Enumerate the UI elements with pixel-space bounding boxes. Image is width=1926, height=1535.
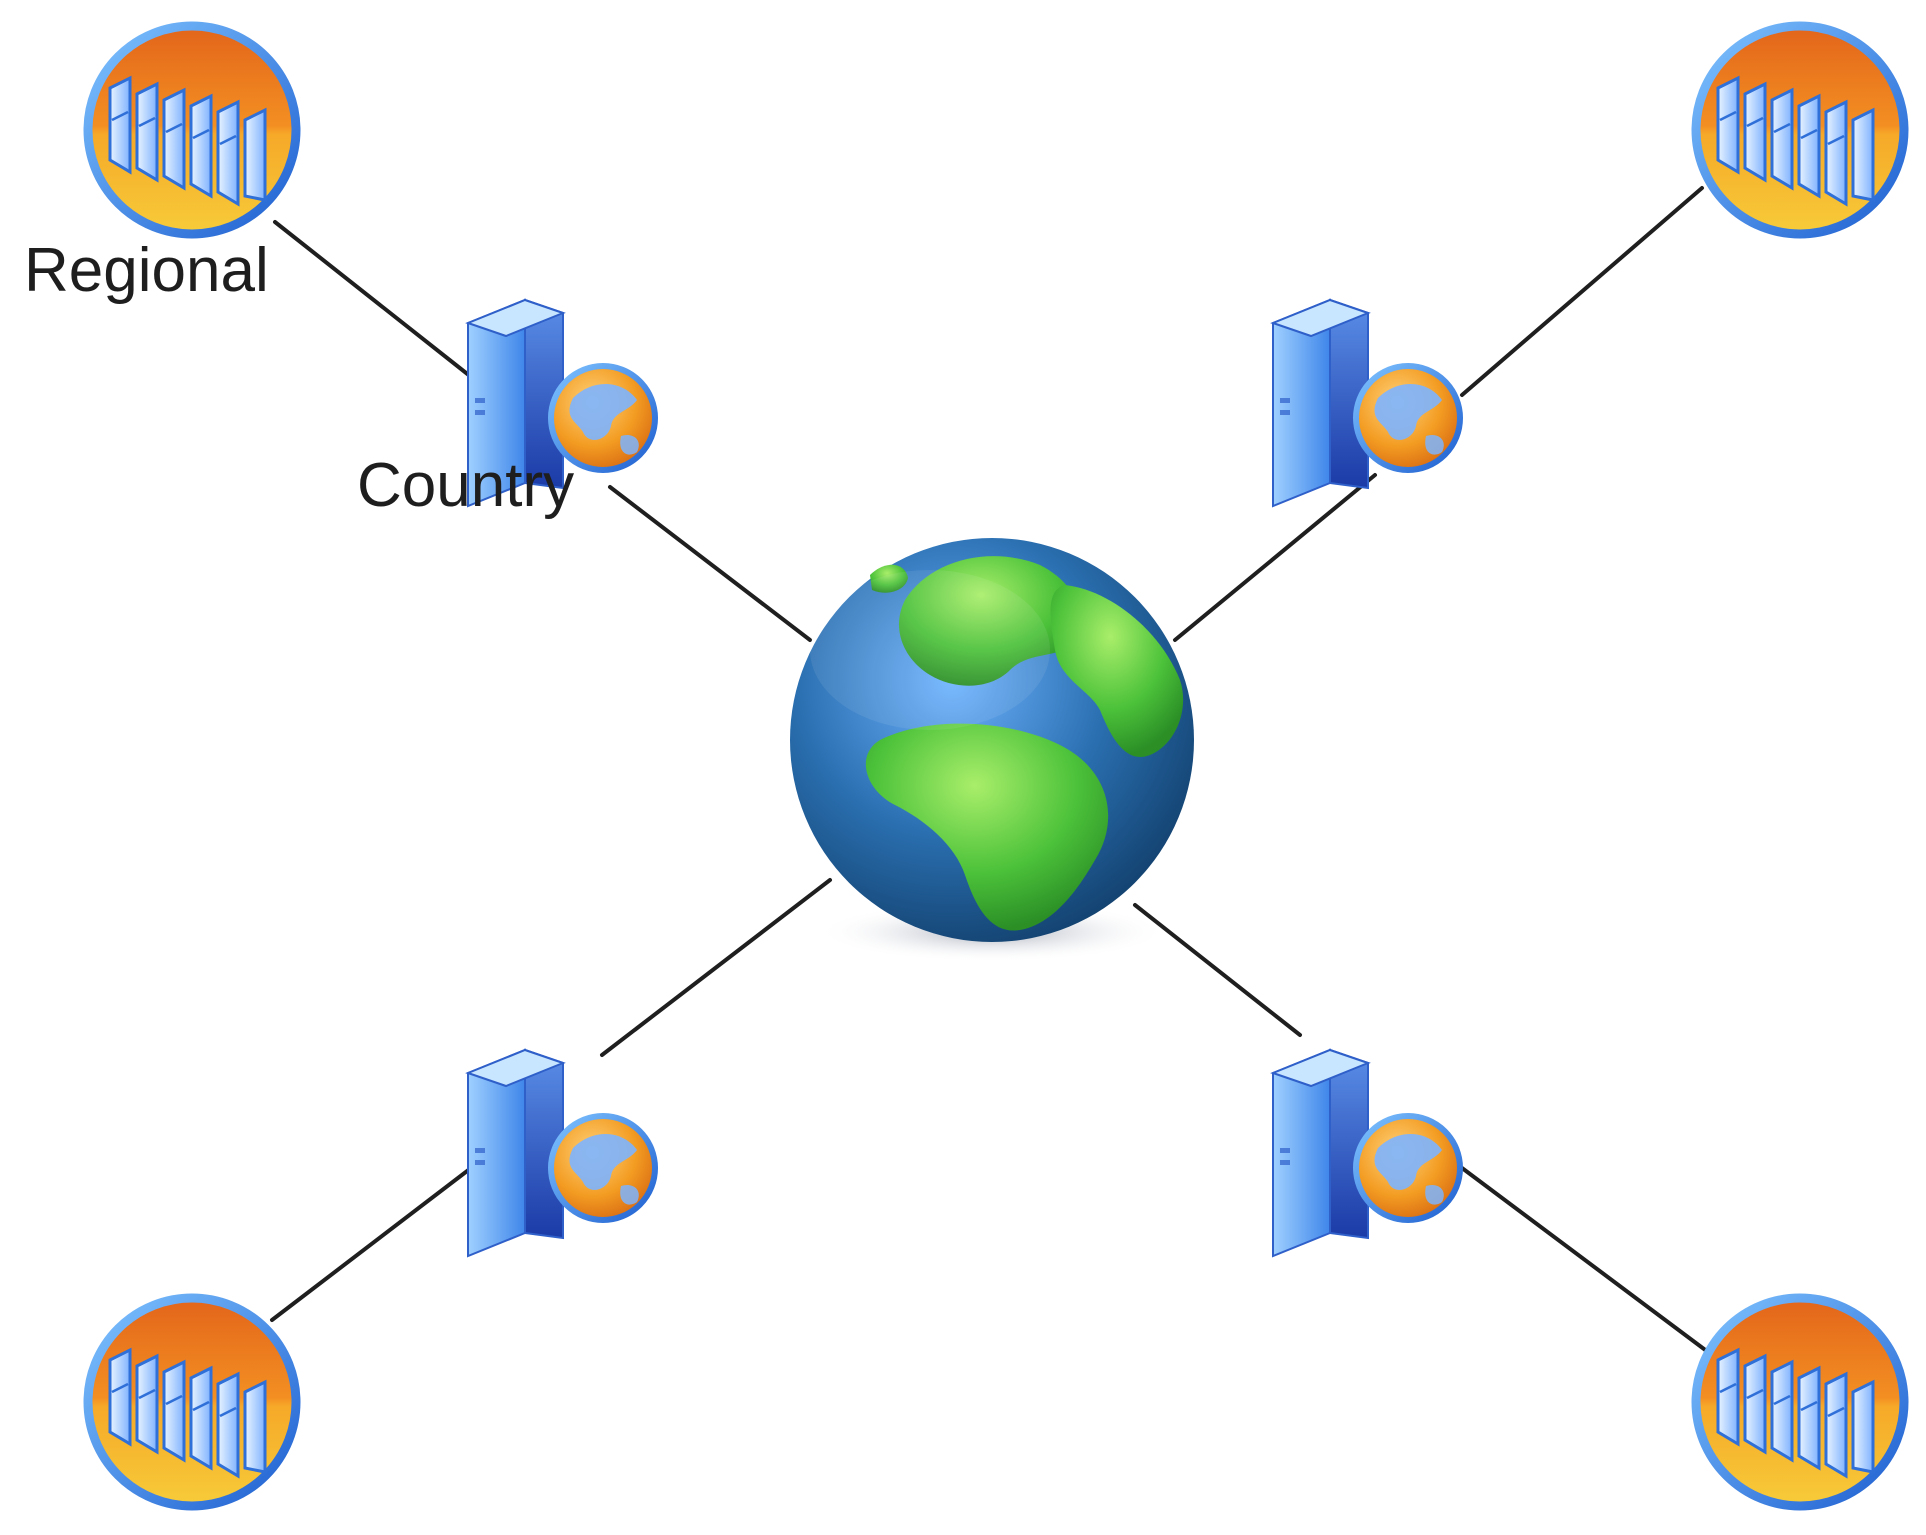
country-server-bottom-right xyxy=(1273,1050,1460,1256)
connector-country-tl-globe xyxy=(608,485,812,642)
asia-landmass xyxy=(1050,585,1184,757)
connector-globe-country-bl xyxy=(600,878,832,1057)
country-label: Country xyxy=(357,451,575,520)
connector-regional-tl-country-tl xyxy=(273,220,477,382)
africa-landmass xyxy=(865,723,1109,931)
regional-node-bottom-left xyxy=(84,1294,300,1510)
connector-country-bl-regional-bl xyxy=(270,1163,477,1322)
greenland-landmass xyxy=(870,564,908,593)
regional-node-top-left xyxy=(84,22,300,238)
globe-icon xyxy=(790,538,1194,962)
regional-node-top-right xyxy=(1692,22,1908,238)
country-server-top-right xyxy=(1273,300,1460,506)
regional-node-bottom-right xyxy=(1692,1294,1908,1510)
connector-country-tr-globe xyxy=(1173,473,1377,642)
country-server-bottom-left xyxy=(468,1050,655,1256)
europe-landmass xyxy=(899,556,1082,686)
connector-regional-tr-country-tr xyxy=(1460,186,1704,397)
connector-country-br-regional-br xyxy=(1460,1166,1710,1354)
regional-label: Regional xyxy=(24,236,269,305)
